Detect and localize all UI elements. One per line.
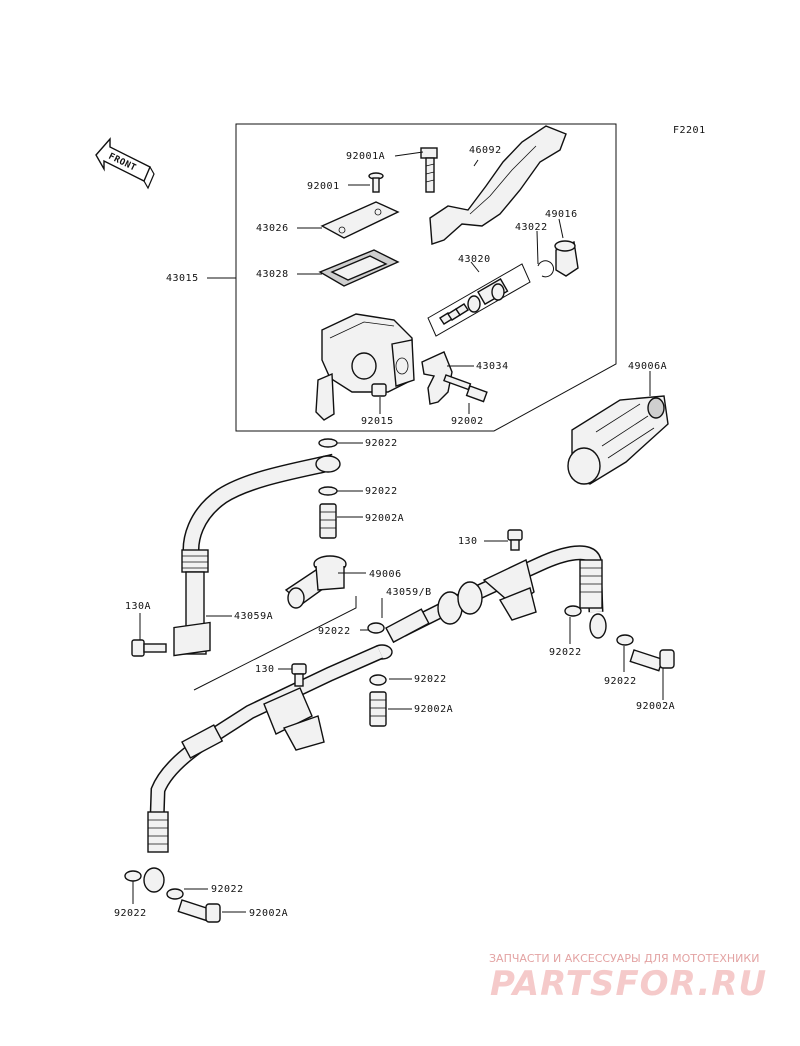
bolt-130-lower	[291, 663, 307, 687]
label-92002A: 92002A	[365, 513, 404, 524]
label-49006A: 49006A	[628, 361, 667, 372]
label-92022: 92022	[365, 486, 398, 497]
washer	[616, 634, 634, 646]
washer	[124, 870, 142, 882]
washer	[367, 622, 385, 634]
brake-pipe-joint	[371, 608, 430, 660]
washer	[564, 605, 582, 617]
boot-nut	[371, 383, 387, 397]
banjo-bolt-lower-left	[177, 899, 221, 923]
label-130: 130	[458, 536, 478, 547]
label-92022: 92022	[114, 908, 147, 919]
label-92022: 92022	[549, 647, 582, 658]
clamp-bolt	[443, 374, 488, 403]
label-92022: 92022	[318, 626, 351, 637]
lower-brake-line	[143, 645, 384, 893]
banjo-fitting	[284, 555, 347, 609]
piston-kit	[439, 278, 509, 325]
label-43034: 43034	[476, 361, 509, 372]
assembly-box	[235, 123, 617, 432]
master-cylinder-body	[315, 313, 415, 421]
banjo-bolt-right	[629, 649, 675, 672]
bolt-130-upper	[507, 529, 523, 551]
right-brake-line	[398, 545, 607, 639]
label-92002A: 92002A	[414, 704, 453, 715]
front-arrow-icon: FRONT	[95, 137, 155, 190]
label-46092: 46092	[469, 145, 502, 156]
label-92022: 92022	[365, 438, 398, 449]
label-43020: 43020	[458, 254, 491, 265]
hose-bolt-130A	[131, 639, 167, 657]
label-92015: 92015	[361, 416, 394, 427]
label-92001: 92001	[307, 181, 340, 192]
watermark-tagline: ЗАПЧАСТИ И АКСЕССУАРЫ ДЛЯ МОТОТЕХНИКИ	[489, 952, 759, 965]
label-43026: 43026	[256, 223, 289, 234]
banjo-bolt-center	[369, 691, 387, 727]
label-43059A: 43059A	[234, 611, 273, 622]
circlip	[537, 260, 554, 278]
label-49006: 49006	[369, 569, 402, 580]
label-49016: 49016	[545, 209, 578, 220]
label-130: 130	[255, 664, 275, 675]
washer	[369, 674, 387, 686]
washer	[166, 888, 184, 900]
label-92022: 92022	[211, 884, 244, 895]
watermark-brand: PARTSFOR.RU	[490, 964, 767, 1004]
washer	[318, 486, 338, 496]
label-43059B: 43059/B	[386, 587, 432, 598]
upper-brake-hose	[173, 453, 341, 657]
brake-lever	[429, 125, 567, 245]
label-92002A: 92002A	[249, 908, 288, 919]
label-92022: 92022	[604, 676, 637, 687]
reservoir-cover	[567, 395, 669, 485]
diaphragm	[318, 249, 400, 287]
leader-lines	[132, 151, 664, 913]
figure-code: F2201	[673, 125, 706, 136]
label-43015: 43015	[166, 273, 199, 284]
cap-screw	[368, 172, 384, 193]
pivot-bolt	[420, 147, 438, 193]
label-92001A: 92001A	[346, 151, 385, 162]
piston-kit-box	[427, 263, 531, 337]
dust-boot	[554, 240, 579, 277]
label-130A: 130A	[125, 601, 151, 612]
label-92002: 92002	[451, 416, 484, 427]
label-92022: 92022	[414, 674, 447, 685]
label-43028: 43028	[256, 269, 289, 280]
label-92002A: 92002A	[636, 701, 675, 712]
holder-clamp	[421, 351, 453, 405]
reservoir-cap	[320, 201, 400, 239]
banjo-bolt	[319, 503, 337, 539]
label-43022: 43022	[515, 222, 548, 233]
washer	[318, 438, 338, 448]
